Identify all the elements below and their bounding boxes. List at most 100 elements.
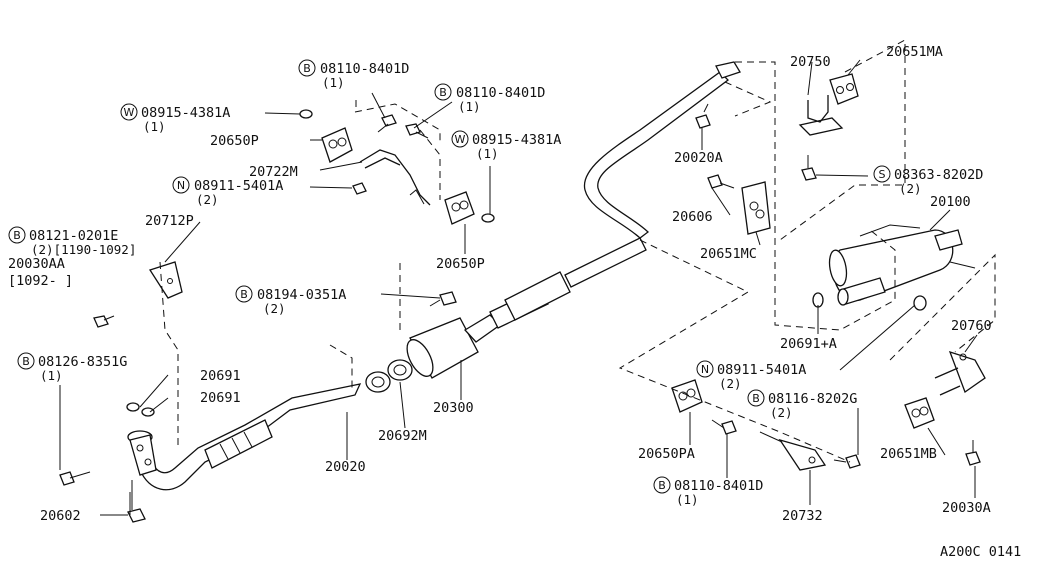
prefix-circle-icon — [451, 130, 469, 148]
prefix-circle-icon — [8, 226, 26, 244]
leader-lines — [59, 59, 978, 516]
svg-text:(1): (1) — [40, 368, 63, 383]
catalytic-converter-20300 — [406, 314, 502, 379]
svg-text:08110-8401D: 08110-8401D — [456, 85, 545, 101]
bracket-20760 — [934, 350, 986, 396]
bolt-icon — [429, 291, 457, 307]
bolt-icon — [833, 454, 861, 469]
part-label-20712P: 20712P — [145, 213, 194, 229]
bracket-20722M — [359, 149, 431, 206]
svg-text:(2): (2) — [899, 181, 922, 196]
bolt-icon — [93, 315, 115, 328]
prefix-circle-icon — [120, 103, 138, 121]
svg-text:B: B — [439, 86, 447, 99]
part-label-08915-4381A-a: W 08915-4381A (1) — [120, 103, 230, 134]
part-label-08116-8202G: B 08116-8202G (2) — [747, 389, 857, 420]
bracket-20732 — [759, 431, 827, 471]
svg-text:08363-8202D: 08363-8202D — [894, 167, 983, 183]
part-label-08121-0201E: B 08121-0201E (2)[1190-1092] — [8, 226, 136, 257]
bracket-20712P — [148, 261, 183, 299]
prefix-circle-icon — [873, 165, 891, 183]
part-label-20020A: 20020A — [674, 150, 723, 166]
svg-text:B: B — [752, 392, 760, 405]
svg-text:(2)[1190-1092]: (2)[1190-1092] — [31, 242, 136, 257]
grommet-icon — [812, 292, 824, 308]
svg-text:08915-4381A: 08915-4381A — [472, 132, 561, 148]
part-label-20651MA: 20651MA — [886, 44, 943, 60]
part-label-08110-8401D-a: B 08110-8401D (1) — [298, 59, 409, 90]
washer-icon — [481, 213, 495, 223]
part-label-20651MB: 20651MB — [880, 446, 937, 462]
svg-text:(1): (1) — [676, 492, 699, 507]
svg-text:(1): (1) — [322, 75, 345, 90]
nut-icon — [352, 182, 367, 195]
hanger-20651MC — [741, 181, 771, 235]
dashed-boundaries — [159, 39, 996, 463]
hanger-20651MA — [829, 73, 859, 105]
svg-text:(1): (1) — [458, 99, 481, 114]
washer-icon — [299, 109, 313, 119]
svg-text:08121-0201E: 08121-0201E — [29, 228, 118, 244]
washer-icon — [141, 407, 155, 417]
part-label-20651MC: 20651MC — [700, 246, 757, 262]
prefix-circle-icon — [17, 352, 35, 370]
prefix-circle-icon — [653, 476, 671, 494]
part-label-08110-8401D-c: B 08110-8401D (1) — [653, 476, 763, 507]
nut-icon — [801, 167, 817, 181]
part-label-08915-4381A-b: W 08915-4381A (1) — [451, 130, 561, 161]
svg-text:(2): (2) — [719, 376, 742, 391]
part-label-20020: 20020 — [325, 459, 366, 475]
center-pipe-resonator — [489, 61, 741, 329]
bolt-icon — [707, 174, 735, 189]
part-label-08363-8202D: S 08363-8202D (2) — [873, 165, 983, 196]
part-label-20030A: 20030A — [942, 500, 991, 516]
svg-text:08126-8351G: 08126-8351G — [38, 354, 127, 370]
part-label-08110-8401D-b: B 08110-8401D (1) — [434, 83, 545, 114]
part-label-20750: 20750 — [790, 54, 831, 70]
grommet-icon — [913, 295, 927, 311]
main-muffler-20100 — [828, 224, 976, 306]
svg-text:B: B — [13, 229, 21, 242]
svg-text:08911-5401A: 08911-5401A — [194, 178, 283, 194]
prefix-circle-icon — [434, 83, 452, 101]
bolt-icon — [695, 103, 711, 129]
part-label-20691-A: 20691+A — [780, 336, 837, 352]
prefix-circle-icon — [696, 360, 714, 378]
part-label-08911-5401A-b: N 08911-5401A (2) — [696, 360, 806, 391]
part-label-20691-a: 20691 — [200, 368, 241, 384]
svg-text:08116-8202G: 08116-8202G — [768, 391, 857, 407]
svg-text:(1): (1) — [476, 146, 499, 161]
part-label-20691-b: 20691 — [200, 390, 241, 406]
bolt-icon — [377, 114, 397, 133]
svg-text:W: W — [455, 133, 466, 146]
part-label-20606: 20606 — [672, 209, 713, 225]
svg-text:N: N — [177, 179, 185, 192]
flange-gasket-20692M — [365, 359, 413, 393]
svg-text:08110-8401D: 08110-8401D — [320, 61, 409, 77]
svg-text:W: W — [124, 106, 135, 119]
part-label-20650P-a: 20650P — [210, 133, 259, 149]
prefix-circle-icon — [172, 176, 190, 194]
svg-text:B: B — [22, 355, 30, 368]
part-label-20030AA-range: [1092- ] — [8, 273, 73, 289]
pipe-clamp-near-20602 — [129, 434, 157, 476]
svg-text:N: N — [701, 363, 709, 376]
svg-text:S: S — [879, 168, 886, 181]
svg-text:B: B — [303, 62, 311, 75]
part-label-20300: 20300 — [433, 400, 474, 416]
part-label-20760: 20760 — [951, 318, 992, 334]
prefix-circle-icon — [747, 389, 765, 407]
part-label-20030AA: 20030AA — [8, 256, 65, 272]
nut-icon — [127, 508, 146, 523]
part-label-20650P-b: 20650P — [436, 256, 485, 272]
hanger-rubber-20650P-upper — [321, 127, 353, 163]
washer-icon — [126, 402, 140, 412]
svg-text:B: B — [658, 479, 666, 492]
part-label-08911-5401A-a: N 08911-5401A (2) — [172, 176, 283, 207]
svg-text:08194-0351A: 08194-0351A — [257, 287, 346, 303]
diagram-code: A200C 0141 — [940, 544, 1021, 560]
bolt-icon — [59, 471, 91, 486]
hanger-20650PA — [671, 379, 703, 413]
